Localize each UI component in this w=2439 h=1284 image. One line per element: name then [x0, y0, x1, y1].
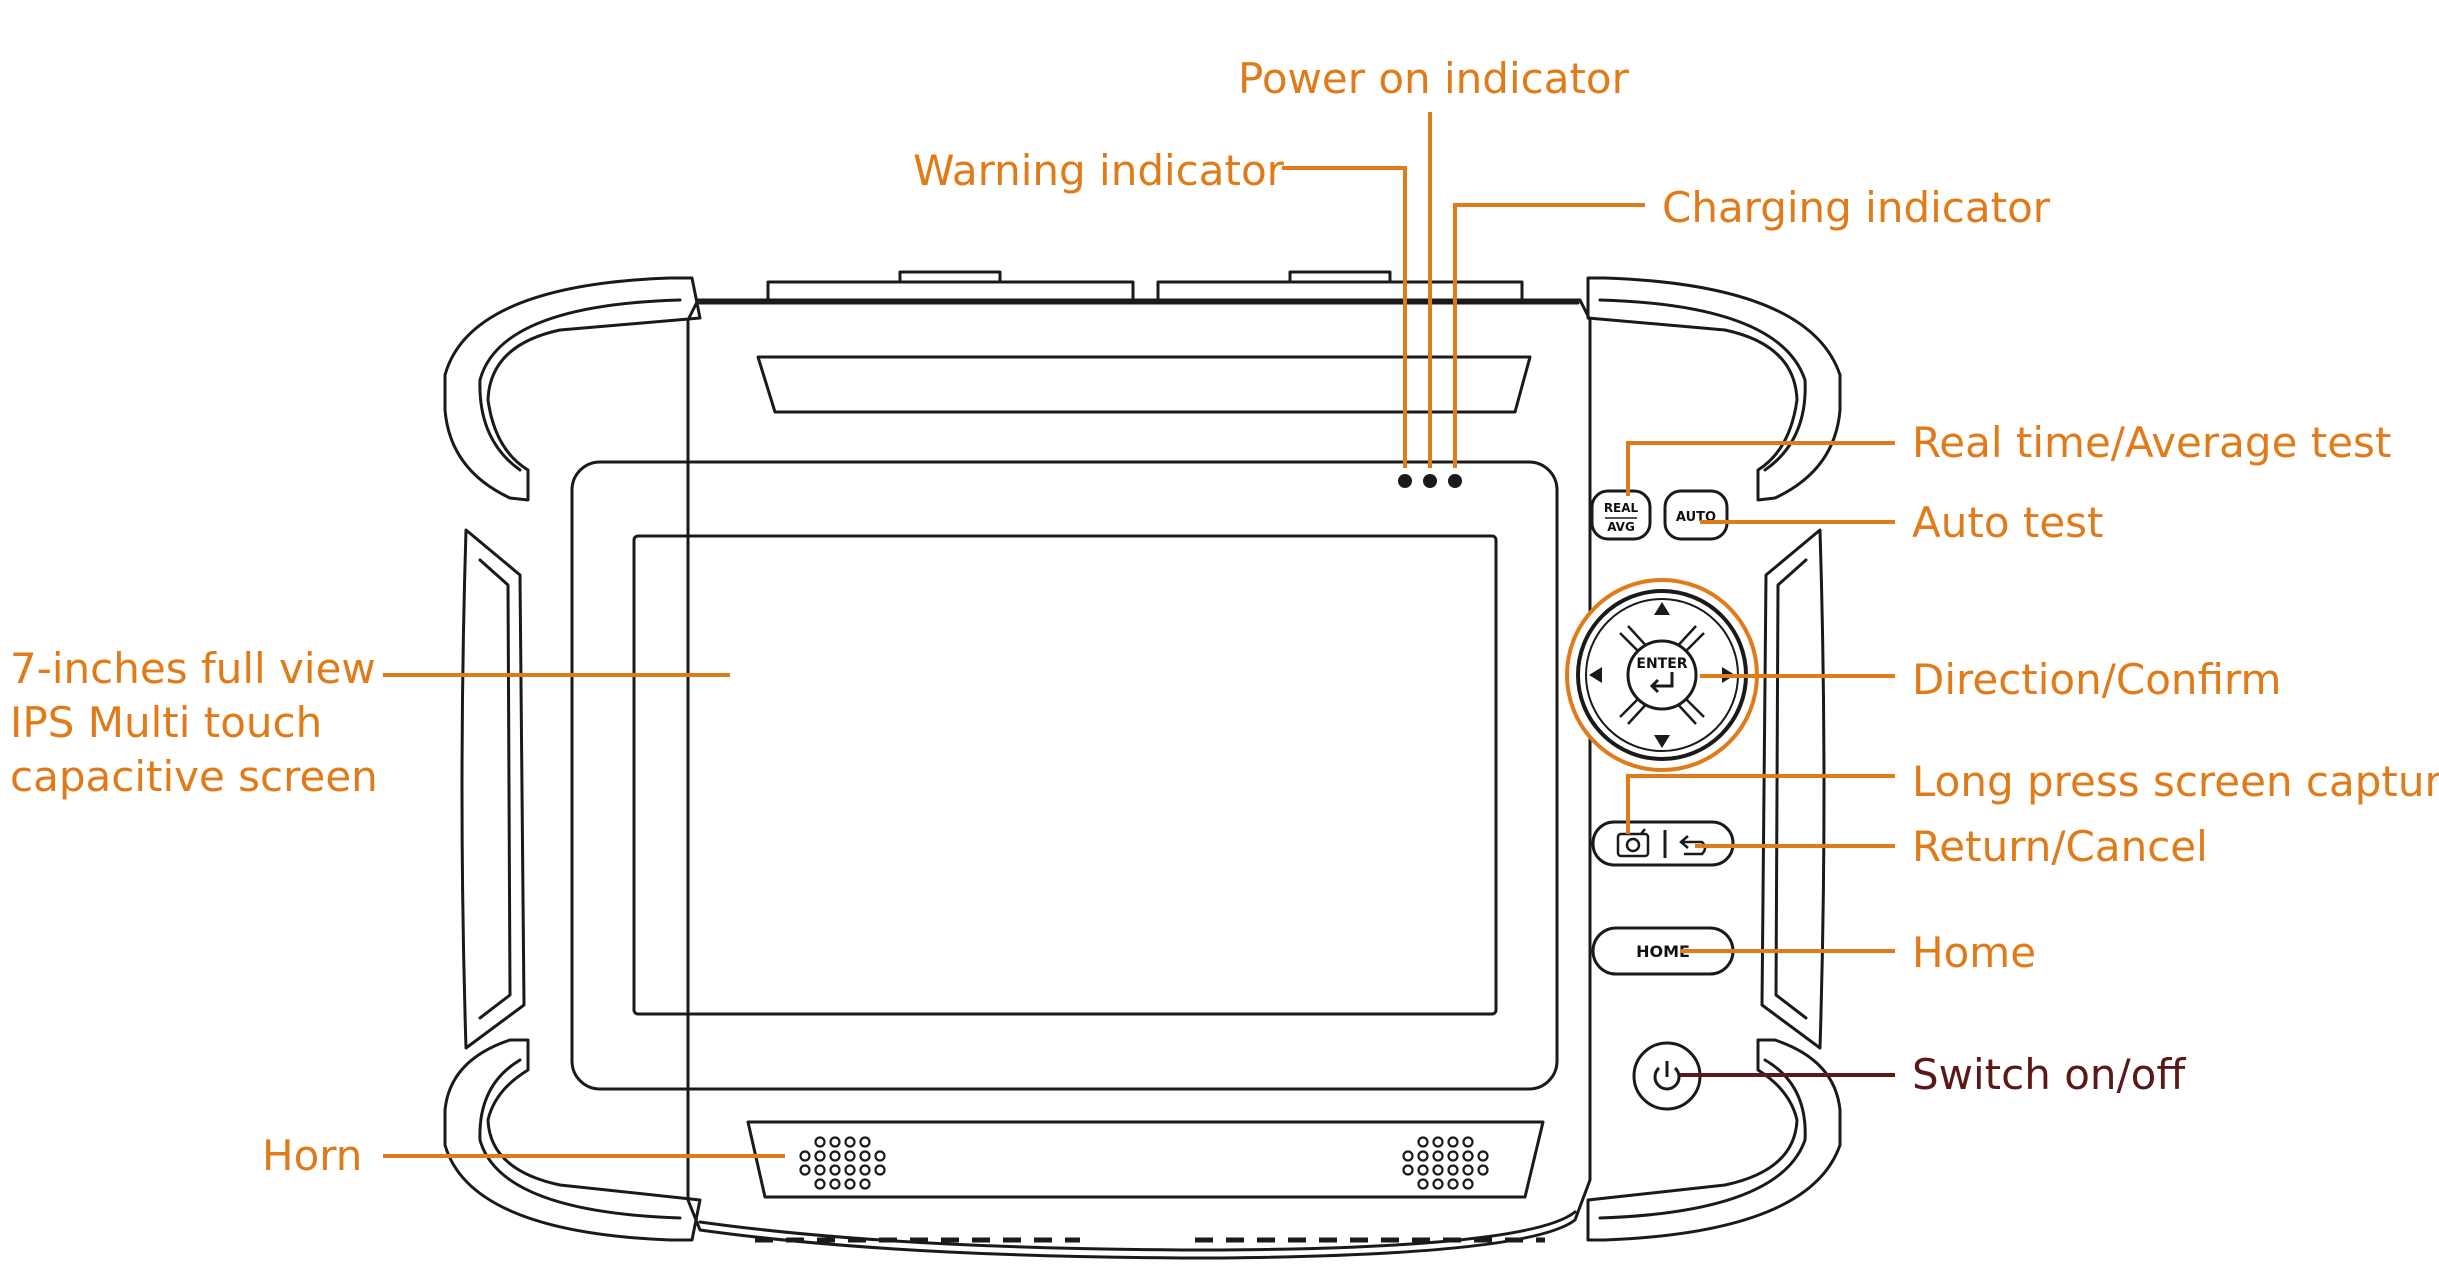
top-slot	[756, 355, 1532, 414]
speaker-holes-left	[799, 1136, 886, 1190]
arrow-left-icon	[1589, 667, 1602, 683]
home-button[interactable]: HOME	[1591, 926, 1735, 976]
label-auto-test: Auto test	[1912, 498, 2104, 547]
bumper-bottom-right	[1586, 1038, 1842, 1242]
label-screen-capture: Long press screen capture	[1912, 757, 2439, 806]
label-screen-line-2: IPS Multi touch	[10, 698, 322, 747]
enter-button[interactable]	[1626, 639, 1698, 711]
enter-label: ENTER	[1636, 656, 1687, 672]
avg-label: AVG	[1607, 520, 1635, 534]
label-horn: Horn	[262, 1131, 362, 1180]
bumper-top-left-inner	[478, 298, 682, 472]
label-return-cancel: Return/Cancel	[1912, 822, 2208, 871]
top-bump-right-inner	[1288, 270, 1392, 284]
label-warning-indicator: Warning indicator	[913, 146, 1285, 195]
arrow-up-icon	[1654, 602, 1670, 615]
label-power-on-indicator: Power on indicator	[1238, 54, 1630, 103]
speaker-holes-right	[1402, 1136, 1489, 1190]
home-label: HOME	[1636, 942, 1690, 961]
charging-led	[1448, 474, 1462, 488]
bumper-bottom-right-inner	[1598, 1058, 1807, 1220]
side-grip-right	[1760, 528, 1826, 1050]
device-body	[443, 270, 1842, 1260]
leader-warning	[1282, 166, 1407, 468]
warning-led	[1398, 474, 1412, 488]
label-switch-on-off: Switch on/off	[1912, 1050, 2186, 1099]
power-icon	[1653, 1061, 1681, 1091]
label-charging-indicator: Charging indicator	[1662, 183, 2051, 232]
bumper-bottom-left	[443, 1038, 702, 1242]
direction-pad[interactable]: ENTER	[1565, 578, 1759, 772]
side-grip-left	[460, 528, 526, 1050]
label-screen-line-1: 7-inches full view	[10, 644, 376, 693]
real-avg-button[interactable]: REAL AVG	[1590, 489, 1652, 541]
top-bump-left-inner	[898, 270, 1002, 284]
top-bump-right	[1156, 280, 1524, 302]
bottom-edge	[698, 1210, 1577, 1252]
auto-button[interactable]: AUTO	[1663, 489, 1729, 541]
speaker-bar	[746, 1120, 1545, 1199]
callout-labels: Power on indicator Warning indicator Cha…	[10, 54, 2439, 1180]
label-direction-confirm: Direction/Confirm	[1912, 655, 2281, 704]
camera-icon	[1616, 828, 1650, 858]
leader-real-avg	[1626, 441, 1895, 496]
real-label: REAL	[1604, 501, 1639, 515]
leader-charging	[1453, 203, 1645, 468]
display	[632, 534, 1498, 1016]
label-screen-line-3: capacitive screen	[10, 752, 378, 801]
bumper-top-left	[443, 276, 702, 502]
label-real-time-average-test: Real time/Average test	[1912, 418, 2391, 467]
side-grip-right-inner	[1774, 558, 1808, 1020]
bumper-top-right	[1586, 276, 1842, 502]
capture-return-button[interactable]	[1591, 820, 1735, 867]
screen-bezel	[570, 460, 1559, 1091]
top-bump-left	[766, 280, 1135, 302]
arrow-down-icon	[1654, 735, 1670, 748]
leader-capture	[1626, 774, 1895, 834]
power-led	[1423, 474, 1437, 488]
side-grip-left-inner	[478, 558, 512, 1020]
label-home: Home	[1912, 928, 2036, 977]
leader-lines	[383, 112, 1895, 1158]
enter-arrow-icon	[1649, 672, 1674, 694]
